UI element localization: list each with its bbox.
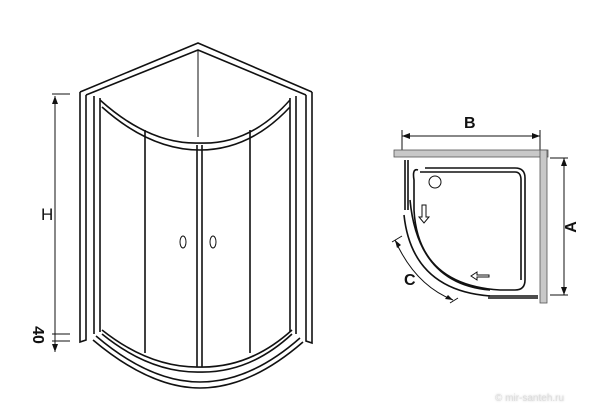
depth-label: A [562,221,580,233]
bottom-curve-rail [101,329,293,373]
drain-icon [428,175,442,189]
right-post [289,92,313,345]
left-handle-icon [179,235,187,249]
width-label: B [464,115,476,132]
back-wall [393,149,549,158]
shower-plan-view [391,130,568,304]
slide-arrow-icon [470,271,490,281]
width-dimension-line [401,130,541,150]
slide-arrow-icon [417,204,431,224]
shower-tray [412,167,526,291]
sliding-doors [403,199,491,297]
shower-enclosure-perspective [52,42,313,389]
fixed-panel-bottom [488,295,538,299]
side-wall [539,149,548,304]
watermark: © mir-santeh.ru [495,393,565,404]
door-dimension-line [391,235,459,304]
right-handle-icon [209,235,217,249]
top-curve-rail [99,99,291,151]
door-panel-dividers [144,130,251,367]
height-label: H [41,205,54,224]
base-height-label: 40 [28,326,46,344]
depth-dimension-line [550,157,568,296]
fixed-panel-left [404,160,409,210]
left-post [79,92,101,344]
top-frame [79,42,313,96]
door-width-label: C [404,272,416,289]
height-dimension-line [52,93,70,352]
base-tray [92,335,304,389]
